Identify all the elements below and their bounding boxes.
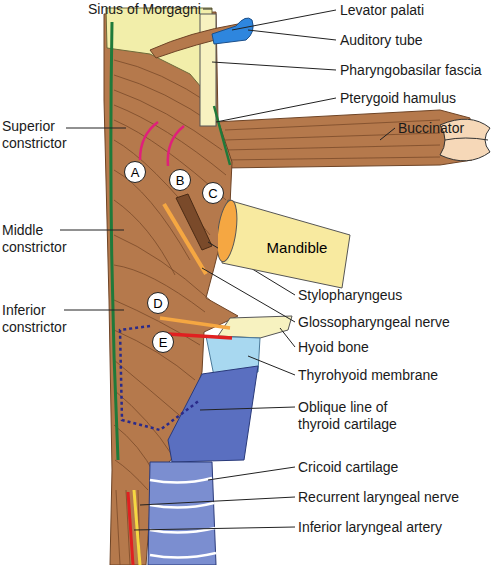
callout-letter: A	[131, 166, 140, 179]
callout-circle: E	[152, 331, 174, 353]
callout-letter: D	[153, 297, 162, 310]
tracheal-rings	[150, 478, 216, 558]
laryngeal-artery	[168, 334, 232, 338]
part-label: Pterygoid hamulus	[340, 90, 456, 107]
part-label: Buccinator	[398, 120, 464, 137]
part-name: Mandible	[267, 239, 328, 256]
mandible-body	[222, 200, 350, 288]
oblique-line	[120, 326, 200, 430]
cricoid-cartilage	[148, 462, 216, 565]
callout-letter: B	[176, 174, 185, 187]
part-label: Hyoid bone	[298, 339, 369, 356]
part-label: Cricoid cartilage	[298, 459, 398, 476]
bone-shape: Mandible	[218, 195, 354, 292]
inferior-artery	[128, 492, 133, 565]
part-label: Recurrent laryngeal nerve	[298, 489, 459, 506]
part-label: Middle constrictor	[2, 222, 82, 256]
mandible-cut-surface	[218, 199, 240, 263]
lip-line	[445, 138, 488, 140]
part-label: Sinus of Morgagni	[88, 1, 201, 18]
pharyngeal-raphe	[111, 22, 118, 460]
part-label: Auditory tube	[340, 32, 423, 49]
part-label: Superior constrictor	[2, 118, 82, 152]
part-label: Thyrohyoid membrane	[298, 367, 438, 384]
glossopharyngeal-nerve	[164, 204, 206, 274]
callout-circle: D	[147, 292, 169, 314]
buccinator-muscle	[215, 110, 472, 168]
callout-circle: A	[124, 161, 146, 183]
recurrent-nerve	[134, 490, 140, 565]
fibre-arc	[140, 122, 158, 160]
callout-circle: C	[202, 182, 224, 204]
laryngeal-nerve	[160, 318, 230, 328]
part-label: Stylopharyngeus	[298, 287, 402, 304]
muscle-fibres	[114, 60, 226, 565]
callout-circle: B	[169, 169, 191, 191]
part-label: Levator palati	[340, 2, 424, 19]
fibre-arc	[168, 126, 184, 166]
part-label: Pharyngobasilar fascia	[340, 62, 482, 79]
pterygomandibular-raphe	[214, 106, 230, 165]
part-label: Glossopharyngeal nerve	[298, 314, 450, 331]
callout-letter: C	[208, 187, 217, 200]
constrictor-muscles	[104, 12, 238, 565]
part-label: Inferior constrictor	[2, 302, 82, 336]
auditory-tube	[212, 18, 253, 44]
part-label: Oblique line of thyroid cartilage	[298, 399, 428, 433]
callout-letter: E	[159, 336, 168, 349]
part-label: Inferior laryngeal artery	[298, 519, 442, 536]
leader-lines	[60, 9, 395, 530]
